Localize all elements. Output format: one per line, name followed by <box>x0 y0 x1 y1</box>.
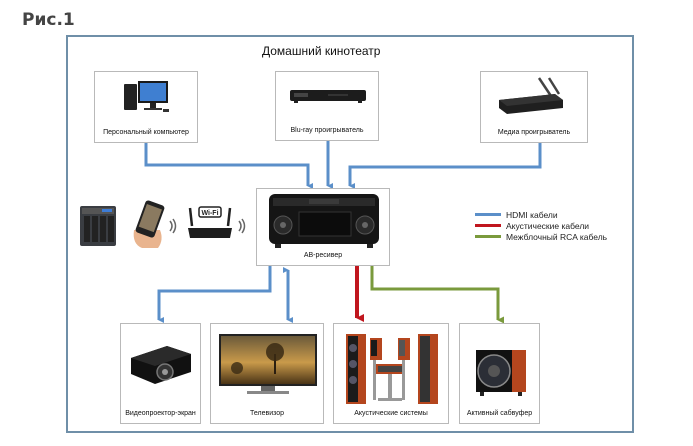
legend-item-acoustic: Акустические кабели <box>475 220 607 231</box>
speaker-system-icon <box>346 334 438 404</box>
source-box-media: Медиа проигрыватель <box>480 71 588 143</box>
output-box-tv: Телевизор <box>210 323 324 424</box>
legend-swatch-acoustic <box>475 224 501 227</box>
receiver-label: AB-ресивер <box>303 252 343 259</box>
legend-label-hdmi: HDMI кабели <box>506 209 558 220</box>
output-label-tv: Телевизор <box>249 410 285 417</box>
legend-swatch-hdmi <box>475 213 501 216</box>
subwoofer-icon <box>476 350 526 396</box>
source-label-bluray: Blu-ray проигрыватель <box>290 127 364 134</box>
receiver-box: AB-ресивер <box>256 188 390 266</box>
output-box-projector: Видеопроектор-экран <box>120 323 201 424</box>
desktop-computer-icon <box>124 81 169 112</box>
wireless-signal-icon <box>238 218 246 234</box>
wire-receiver-projector <box>157 266 272 323</box>
nas-storage-icon <box>80 206 116 246</box>
legend-label-rca: Межблочный RCA кабель <box>506 231 608 242</box>
wire-pc-receiver <box>144 142 313 189</box>
legend-swatch-rca <box>475 235 501 238</box>
output-label-subwoofer: Активный сабвуфер <box>466 410 533 417</box>
legend-item-rca: Межблочный RCA кабель <box>475 231 607 242</box>
legend-item-hdmi: HDMI кабели <box>475 209 607 220</box>
source-label-pc: Персональный компьютер <box>103 129 189 136</box>
output-box-subwoofer: Активный сабвуфер <box>459 323 540 424</box>
output-label-speakers: Акустические системы <box>354 410 428 417</box>
output-box-speakers: Акустические системы <box>333 323 449 424</box>
output-label-projector: Видеопроектор-экран <box>125 410 196 417</box>
wireless-signal-icon <box>169 218 177 234</box>
wire-receiver-subwoofer <box>370 266 504 324</box>
media-player-icon <box>499 77 563 114</box>
bluray-player-icon <box>290 90 366 103</box>
av-receiver-icon <box>269 194 379 248</box>
tv-icon <box>219 334 317 394</box>
figure-label: Рис.1 <box>22 10 75 30</box>
wifi-badge: Wi-Fi <box>201 210 218 217</box>
legend: HDMI кабели Акустические кабели Межблочн… <box>475 209 607 242</box>
wire-media-receiver <box>348 142 542 189</box>
legend-label-acoustic: Акустические кабели <box>506 220 590 231</box>
wifi-router-icon: Wi-Fi <box>188 206 232 238</box>
source-box-pc: Персональный компьютер <box>94 71 198 143</box>
source-box-bluray: Blu-ray проигрыватель <box>275 71 379 141</box>
projector-icon <box>131 346 191 384</box>
source-label-media: Медиа проигрыватель <box>497 129 571 136</box>
diagram-title: Домашний кинотеатр <box>262 44 381 58</box>
smartphone-icon <box>133 200 165 248</box>
